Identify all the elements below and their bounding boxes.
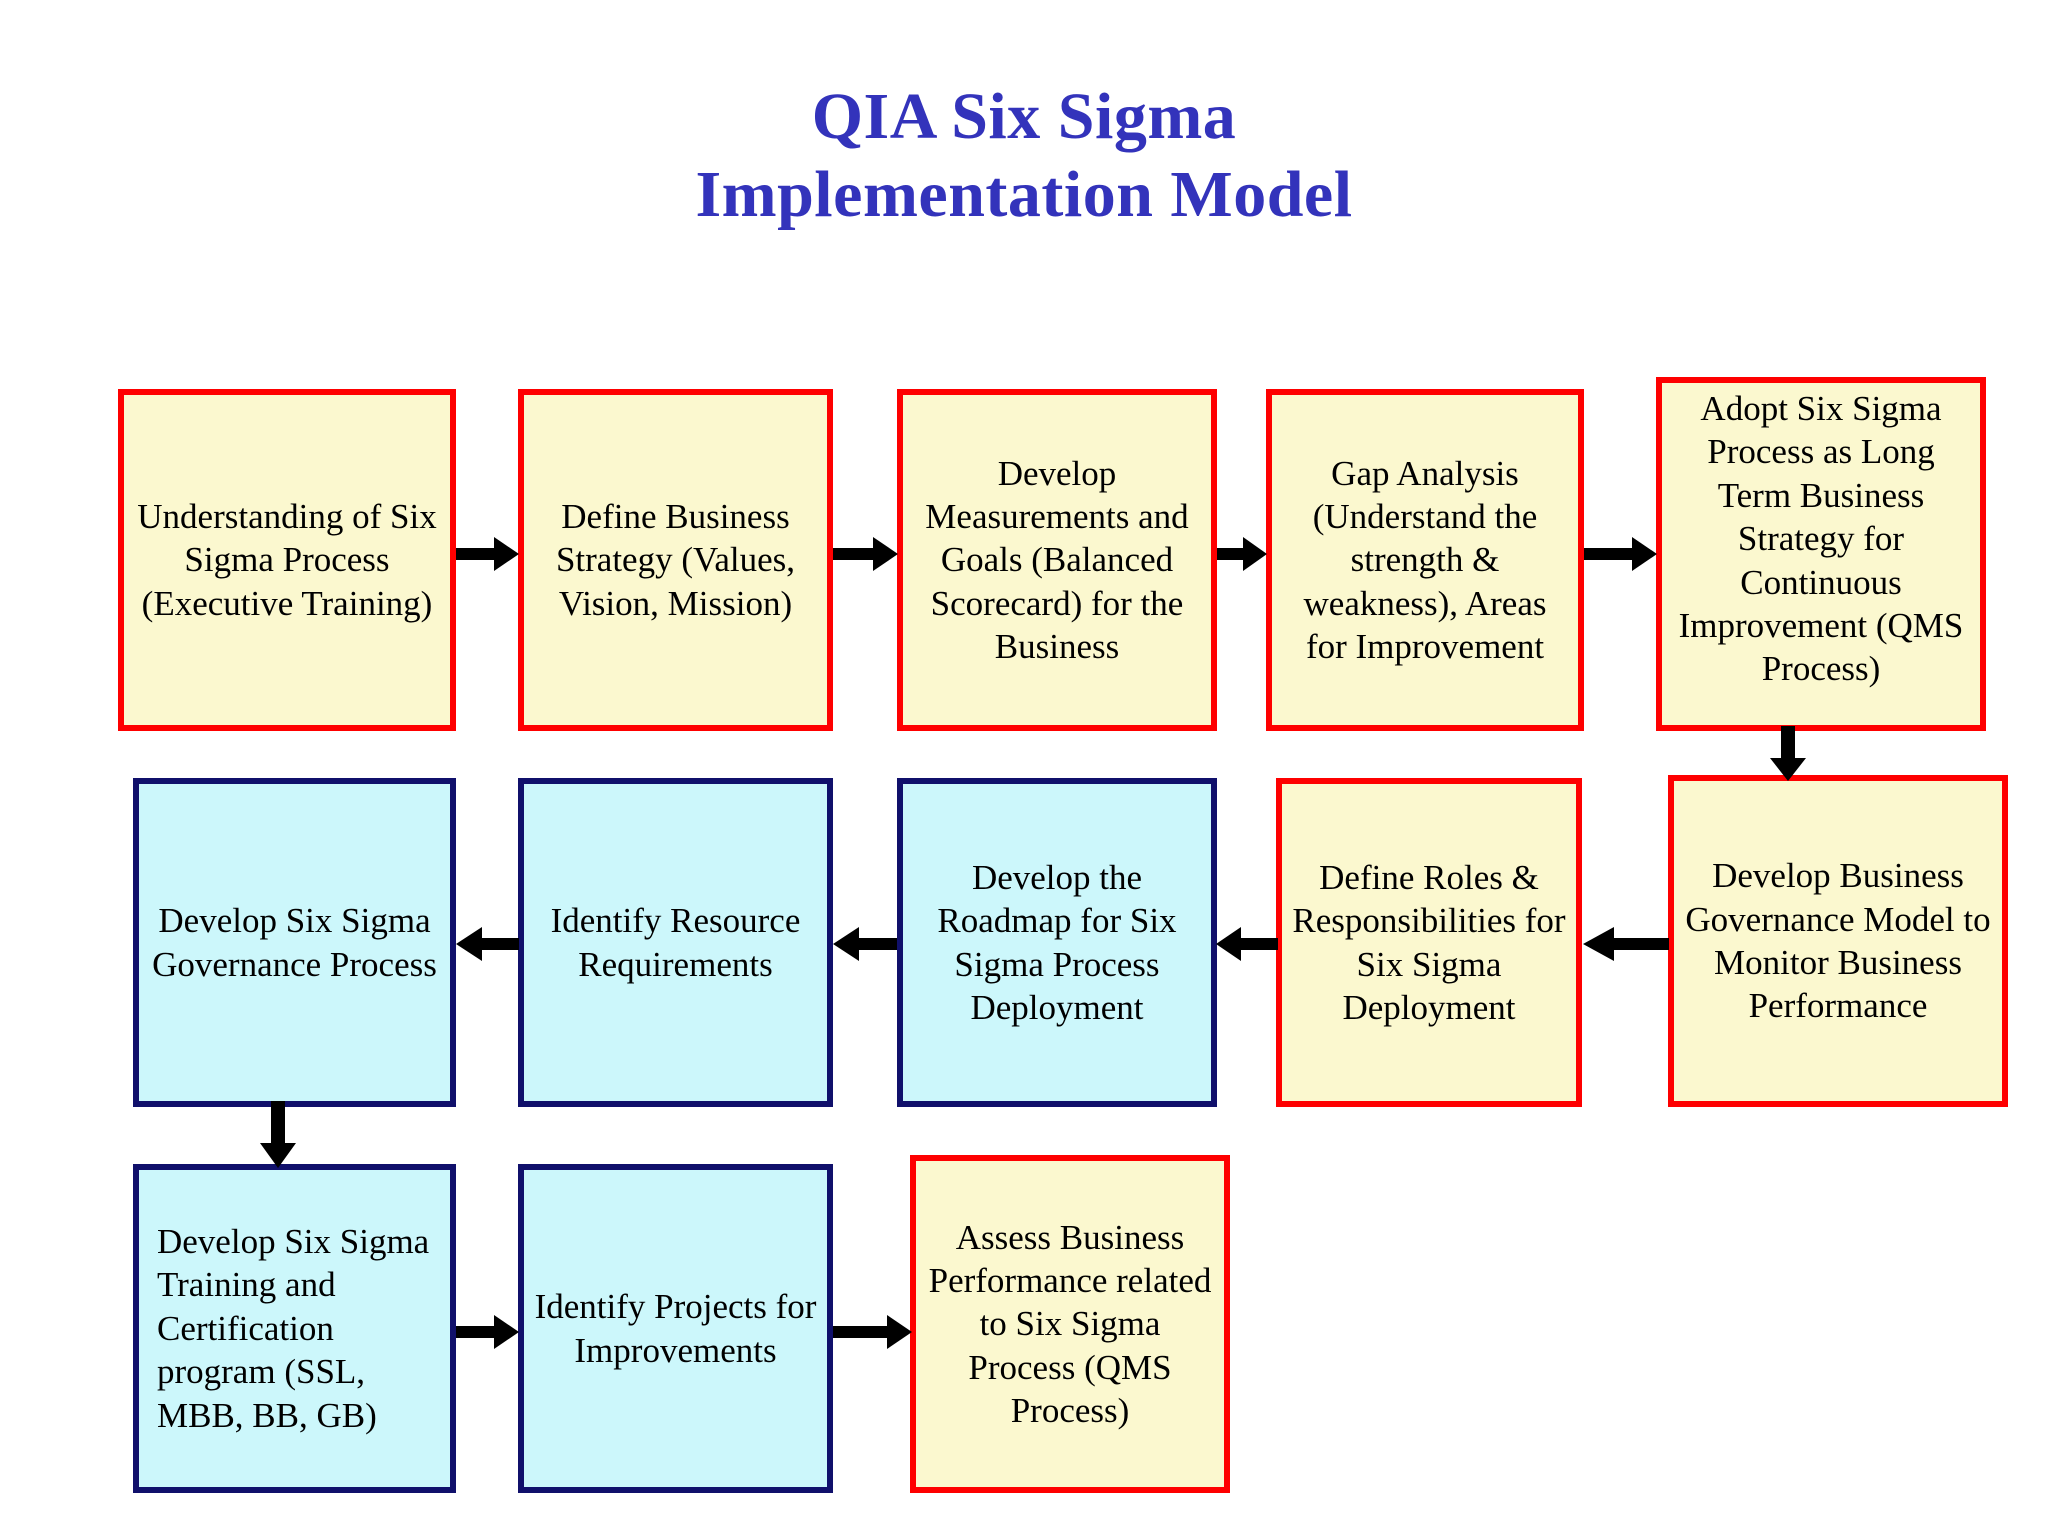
arrow-develop-training-to-identify-projects [456,1312,520,1352]
arrow-define-roles-to-develop-roadmap [1215,924,1279,964]
flow-node-label: Assess Business Performance related to S… [928,1217,1212,1431]
flow-node-gap-analysis[interactable]: Gap Analysis (Understand the strength & … [1266,389,1584,731]
arrow-define-strategy-to-develop-measurements [833,534,899,574]
flow-node-label: Understanding of Six Sigma Process (Exec… [137,496,437,623]
flow-node-define-roles-and-responsibilities[interactable]: Define Roles & Responsibilities for Six … [1276,778,1582,1107]
flow-node-adopt-six-sigma-process[interactable]: Adopt Six Sigma Process as Long Term Bus… [1656,377,1986,731]
flow-node-label: Develop Six Sigma Training and Certifica… [157,1222,430,1435]
flow-node-label: Identify Projects for Improvements [534,1287,817,1370]
flow-node-develop-measurements-and-goals[interactable]: Develop Measurements and Goals (Balanced… [897,389,1217,731]
arrow-develop-governance-process-to-develop-training [258,1101,298,1169]
arrow-develop-measurements-to-gap-analysis [1217,534,1268,574]
flow-node-label: Define Roles & Responsibilities for Six … [1292,857,1566,1027]
flow-node-label: Develop the Roadmap for Six Sigma Proces… [937,857,1177,1027]
arrow-gap-analysis-to-adopt-six-sigma [1584,534,1658,574]
arrow-develop-business-governance-to-define-roles [1582,924,1670,964]
flow-node-label: Identify Resource Requirements [550,901,801,984]
page-title-line-2: Implementation Model [695,157,1353,231]
flow-node-label: Develop Measurements and Goals (Balanced… [925,453,1189,667]
arrow-understanding-to-define-strategy [456,534,520,574]
flow-node-identify-projects-for-improvements[interactable]: Identify Projects for Improvements [518,1164,833,1493]
flow-node-label: Define Business Strategy (Values, Vision… [555,496,796,623]
flow-node-identify-resource-requirements[interactable]: Identify Resource Requirements [518,778,833,1107]
flow-node-understanding-of-six-sigma-process[interactable]: Understanding of Six Sigma Process (Exec… [118,389,456,731]
flow-node-label: Develop Six Sigma Governance Process [152,901,437,984]
flow-node-develop-business-governance-model[interactable]: Develop Business Governance Model to Mon… [1668,775,2008,1107]
arrow-develop-roadmap-to-identify-resources [832,924,898,964]
arrow-identify-projects-to-assess-performance [833,1312,913,1352]
flow-node-assess-business-performance[interactable]: Assess Business Performance related to S… [910,1155,1230,1493]
page-title-line-1: QIA Six Sigma [811,80,1237,153]
flow-node-develop-six-sigma-governance-process[interactable]: Develop Six Sigma Governance Process [133,778,456,1107]
flow-node-label: Develop Business Governance Model to Mon… [1685,856,1991,1026]
flow-node-label: Adopt Six Sigma Process as Long Term Bus… [1678,389,1964,689]
arrow-adopt-six-sigma-to-develop-business-governance [1768,726,1808,782]
flow-node-develop-six-sigma-training[interactable]: Develop Six Sigma Training and Certifica… [133,1164,456,1493]
flow-node-label: Gap Analysis (Understand the strength & … [1303,453,1547,667]
arrow-identify-resources-to-develop-governance-process [455,924,520,964]
page-title: QIA Six Sigma Implementation Model [0,78,2048,234]
flow-node-develop-the-roadmap[interactable]: Develop the Roadmap for Six Sigma Proces… [897,778,1217,1107]
flow-node-define-business-strategy[interactable]: Define Business Strategy (Values, Vision… [518,389,833,731]
